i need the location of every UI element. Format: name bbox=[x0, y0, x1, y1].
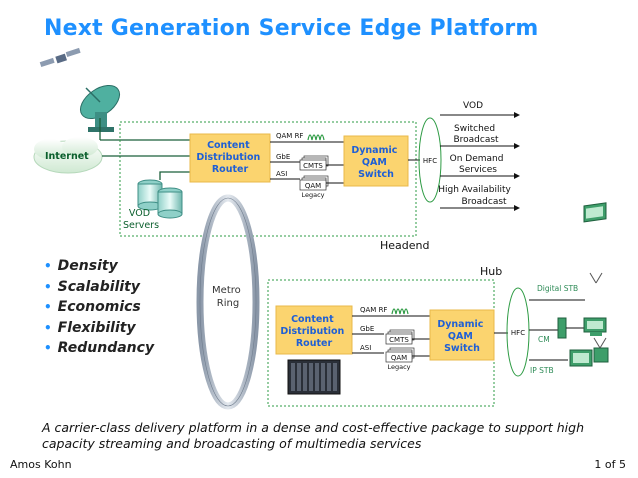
bullet-item: •Redundancy bbox=[44, 340, 155, 356]
svg-text:Content Distribution R: Content Distribution Router bbox=[196, 140, 263, 175]
internet-cloud-icon bbox=[33, 137, 103, 174]
headend-link-asi: ASI bbox=[276, 170, 287, 178]
hub-hfc-label: HFC bbox=[511, 329, 525, 337]
hub-cmts-stack bbox=[385, 329, 415, 345]
bullet-icon: • bbox=[44, 341, 52, 355]
headend-dynamic-qam-switch bbox=[343, 135, 409, 187]
page-title: Next Generation Service Edge Platform bbox=[44, 16, 539, 41]
bullet-item: •Economics bbox=[44, 299, 141, 315]
bullet-item: •Flexibility bbox=[44, 319, 136, 336]
internet-label: Internet bbox=[45, 151, 89, 162]
feature-bullet-list: •Density •Scalability •Economics •Flexib… bbox=[44, 256, 154, 359]
metro-ring-label: Metro Ring bbox=[212, 285, 244, 309]
bullet-icon: • bbox=[44, 279, 52, 294]
headend-label: Headend bbox=[380, 239, 429, 252]
hub-qam-label: QAM bbox=[391, 354, 407, 362]
satellite-dish-icon bbox=[79, 84, 121, 132]
service-switched-broadcast: Switched Broadcast bbox=[453, 124, 499, 145]
headend-cmts-stack bbox=[299, 155, 329, 171]
headend-hfc-label: HFC bbox=[423, 157, 437, 165]
bullet-item: •Density bbox=[44, 258, 118, 274]
hub-qam-stack bbox=[385, 347, 415, 363]
hub-hfc-ellipse bbox=[506, 287, 530, 377]
headend-qam-label: QAM bbox=[305, 182, 321, 190]
slide-caption: A carrier-class delivery platform in a d… bbox=[42, 420, 585, 451]
author-footer: Amos Kohn bbox=[10, 458, 72, 471]
headend-content-distribution-router bbox=[189, 133, 271, 183]
bullet-icon: • bbox=[44, 259, 52, 273]
service-high-availability-broadcast: High Availability Broadcast bbox=[438, 185, 513, 207]
digital-stb-tv-icon bbox=[583, 202, 607, 284]
rf-wave-icon bbox=[391, 308, 409, 315]
headend-cmts-label: CMTS bbox=[303, 162, 323, 170]
service-on-demand: On Demand Services bbox=[450, 154, 507, 175]
svg-text:Dynamic QAM Switch: Dynamic QAM Switch bbox=[351, 145, 400, 180]
device-digital-stb-label: Digital STB bbox=[537, 284, 578, 293]
router-chassis-icon bbox=[287, 359, 341, 395]
bullet-icon: • bbox=[44, 300, 52, 314]
svg-text:Content Distribution R: Content Distribution Router bbox=[280, 314, 347, 349]
hub-link-gbe: GbE bbox=[360, 325, 374, 333]
hub-link-qam-rf: QAM RF bbox=[360, 306, 387, 314]
vod-servers-icon bbox=[137, 179, 183, 219]
computer-icon bbox=[583, 317, 607, 336]
device-ip-stb-label: IP STB bbox=[530, 366, 554, 375]
svg-text:Dynamic QAM Switch: Dynamic QAM Switch bbox=[437, 319, 486, 354]
hub-content-distribution-router bbox=[275, 305, 353, 355]
hub-dynamic-qam-switch bbox=[429, 309, 495, 361]
hub-label: Hub bbox=[480, 265, 502, 278]
rf-wave-icon bbox=[307, 134, 325, 141]
service-vod: VOD bbox=[463, 101, 483, 111]
hub-cmts-label: CMTS bbox=[389, 336, 409, 344]
headend-legacy-label: Legacy bbox=[301, 191, 324, 199]
cable-modem-icon bbox=[557, 317, 567, 339]
hub-link-asi: ASI bbox=[360, 344, 371, 352]
vod-servers-label: VOD Servers bbox=[123, 208, 159, 231]
headend-region bbox=[119, 121, 417, 237]
satellite-icon bbox=[39, 47, 81, 68]
page-number: 1 of 5 bbox=[594, 458, 626, 471]
hub-legacy-label: Legacy bbox=[387, 363, 410, 371]
headend-hfc-ellipse bbox=[418, 117, 442, 203]
headend-link-qam-rf: QAM RF bbox=[276, 132, 303, 140]
ip-stb-tv-icon bbox=[569, 337, 609, 367]
bullet-icon: • bbox=[44, 320, 52, 335]
bullet-item: •Scalability bbox=[44, 278, 140, 295]
headend-link-gbe: GbE bbox=[276, 153, 290, 161]
device-cm-label: CM bbox=[538, 335, 550, 344]
